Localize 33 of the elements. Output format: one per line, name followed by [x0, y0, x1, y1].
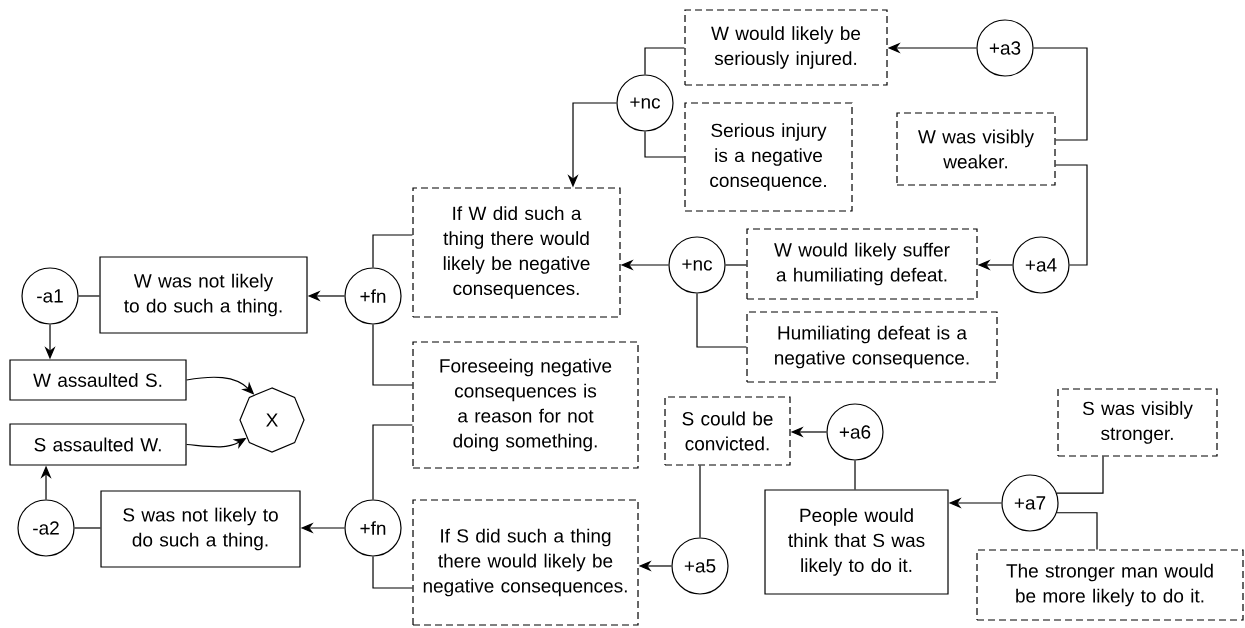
connector-line [372, 234, 413, 268]
connector-line [372, 324, 413, 386]
premise-box: S was visibly stronger. [1057, 388, 1218, 457]
premise-box: Foreseeing negative consequences is a reason for not doing something. [412, 341, 639, 469]
statement-box: S was not likely to do such a thing. [100, 490, 301, 568]
connector-line [725, 264, 747, 266]
premise-box: If S did such a thing there would likely be negative consequences. [412, 499, 639, 626]
connector-line [854, 460, 856, 490]
connector-line [1056, 456, 1104, 494]
statement-box: W assaulted S. [9, 359, 187, 401]
premise-box: W was visibly weaker. [896, 112, 1056, 186]
connector-line [78, 295, 100, 297]
connector-line [644, 131, 685, 158]
premise-box: The stronger man would be more likely to do it. [976, 549, 1244, 621]
premise-box: Serious injury is a negative consequence. [684, 102, 853, 212]
connector-line [696, 293, 747, 348]
connector-line [372, 556, 413, 589]
premise-box: W would likely suffer a humiliating defeat. [746, 228, 978, 300]
statement-box: People would think that S was likely to do it. [764, 489, 949, 595]
connector-line [644, 47, 685, 75]
premise-box: If W did such a thing there would likely be negative consequences. [412, 187, 621, 318]
statement-box: W was not likely to do such a thing. [99, 256, 308, 334]
premise-box: W would likely be seriously injured. [684, 9, 888, 86]
connector-line [372, 424, 413, 500]
connector-line [74, 527, 101, 529]
statement-box: S assaulted W. [9, 423, 187, 466]
connector-line [699, 465, 701, 538]
premise-box: Humiliating defeat is a negative consequence. [746, 311, 998, 383]
connector-line [1055, 164, 1088, 266]
premise-box: S could be convicted. [664, 396, 791, 466]
connector-line [1033, 47, 1088, 141]
conflict-octagon: X [239, 387, 305, 453]
connector-line [1056, 512, 1098, 550]
